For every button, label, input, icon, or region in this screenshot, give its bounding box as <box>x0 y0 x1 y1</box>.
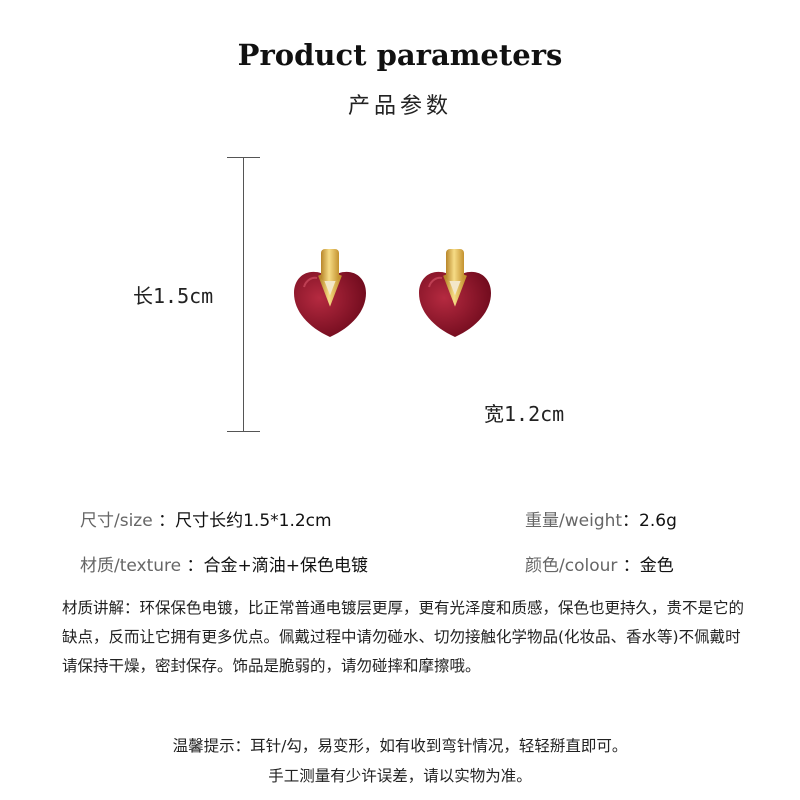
length-label: 长1.5cm <box>133 284 214 308</box>
spec-size-value: ：尺寸长约1.5*1.2cm <box>152 511 332 531</box>
length-dimension-tick-bottom <box>227 431 260 432</box>
spec-texture-value: ：合金+滴油+保色电镀 <box>181 556 369 576</box>
spec-texture-key: 材质/texture <box>80 556 182 576</box>
spec-weight-key: 重量/weight <box>525 511 623 531</box>
heart-earring-right <box>419 249 491 337</box>
warm-tip: 温馨提示：耳针/勾，易变形，如有收到弯针情况，轻轻掰直即可。 <box>172 737 628 755</box>
spec-weight: 重量/weight：2.6g <box>525 506 677 531</box>
material-description: 材质讲解：环保保色电镀，比正常普通电镀层更厚，更有光泽度和质感，保色也更持久，贵… <box>62 599 745 675</box>
spec-colour-key: 颜色/colour <box>525 556 618 576</box>
length-dimension-line <box>243 157 244 432</box>
page-subtitle: 产品参数 <box>347 94 452 119</box>
spec-colour: 颜色/colour ：金色 <box>525 551 674 576</box>
measurement-note: 手工测量有少许误差，请以实物为准。 <box>268 767 532 785</box>
page-title: Product parameters <box>237 38 563 72</box>
spec-colour-value: ：金色 <box>617 556 674 576</box>
spec-size-key: 尺寸/size <box>80 511 153 531</box>
spec-size: 尺寸/size ：尺寸长约1.5*1.2cm <box>80 506 332 531</box>
spec-weight-value: ：2.6g <box>622 511 677 531</box>
length-dimension-tick-top <box>227 157 260 158</box>
width-label: 宽1.2cm <box>484 402 565 426</box>
heart-earring-left <box>294 249 366 337</box>
spec-texture: 材质/texture ：合金+滴油+保色电镀 <box>80 551 368 576</box>
